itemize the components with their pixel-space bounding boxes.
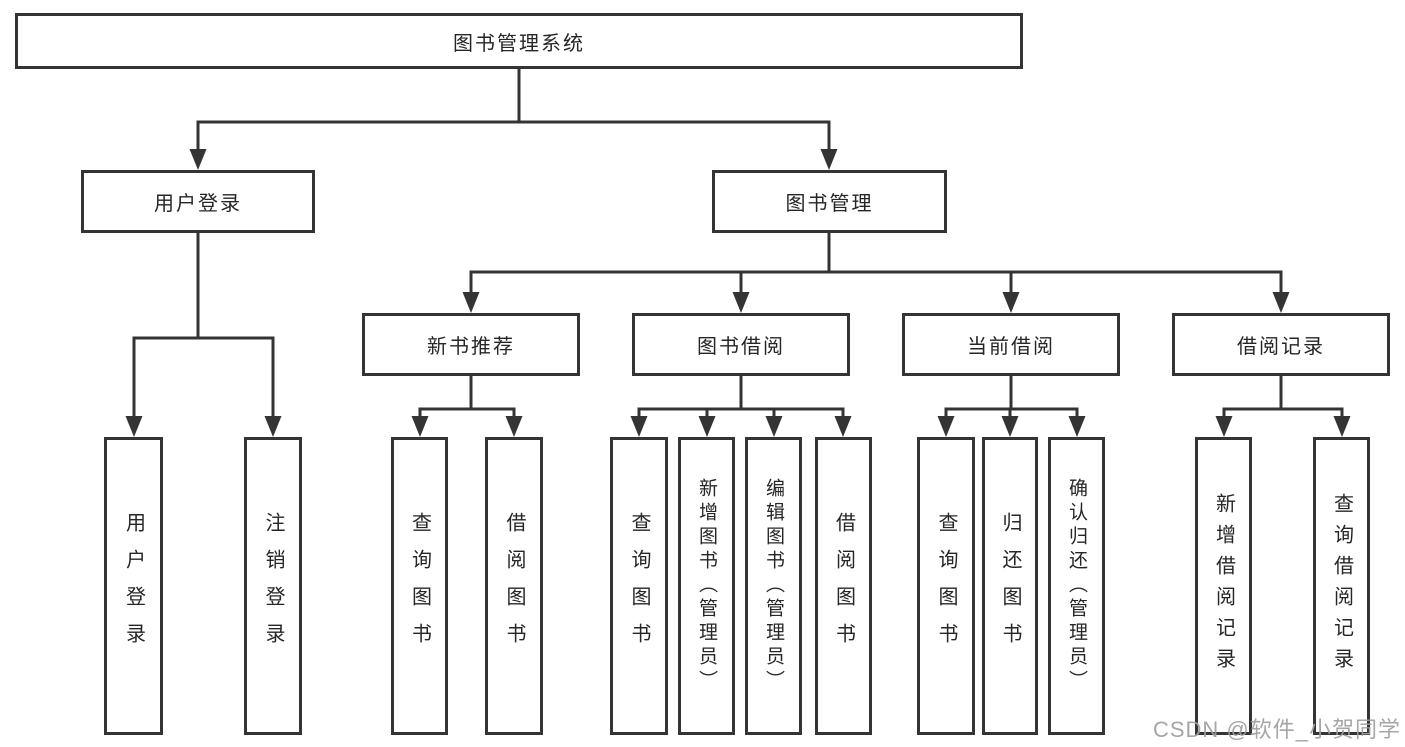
leaf-add-borrow-record: 新增借阅记录 (1195, 437, 1252, 735)
leaf-query-borrow-record: 查询借阅记录 (1313, 437, 1370, 735)
leaf-query-book-recommend: 查询图书 (391, 437, 448, 735)
csdn-watermark: CSDN @软件_小贺同学 (1152, 717, 1401, 742)
leaf-confirm-return-admin: 确认归还（管理员） (1048, 437, 1105, 735)
leaf-logout: 注销登录 (244, 437, 302, 735)
leaf-user-login: 用户登录 (104, 437, 163, 735)
node-root: 图书管理系统 (15, 13, 1023, 69)
leaf-return-book: 归还图书 (982, 437, 1038, 735)
node-new-book-recommend: 新书推荐 (362, 313, 580, 376)
node-book-borrow: 图书借阅 (632, 313, 850, 376)
node-user-login: 用户登录 (81, 170, 315, 233)
leaf-edit-book-admin: 编辑图书（管理员） (745, 437, 802, 735)
leaf-borrow-book-recommend: 借阅图书 (485, 437, 543, 735)
leaf-add-book-admin: 新增图书（管理员） (678, 437, 735, 735)
node-current-borrow: 当前借阅 (902, 313, 1120, 376)
leaf-query-book-current: 查询图书 (917, 437, 975, 735)
leaf-borrow-book: 借阅图书 (815, 437, 872, 735)
node-borrow-record: 借阅记录 (1172, 313, 1390, 376)
leaf-query-book-borrow: 查询图书 (610, 437, 668, 735)
node-book-management: 图书管理 (712, 170, 947, 233)
